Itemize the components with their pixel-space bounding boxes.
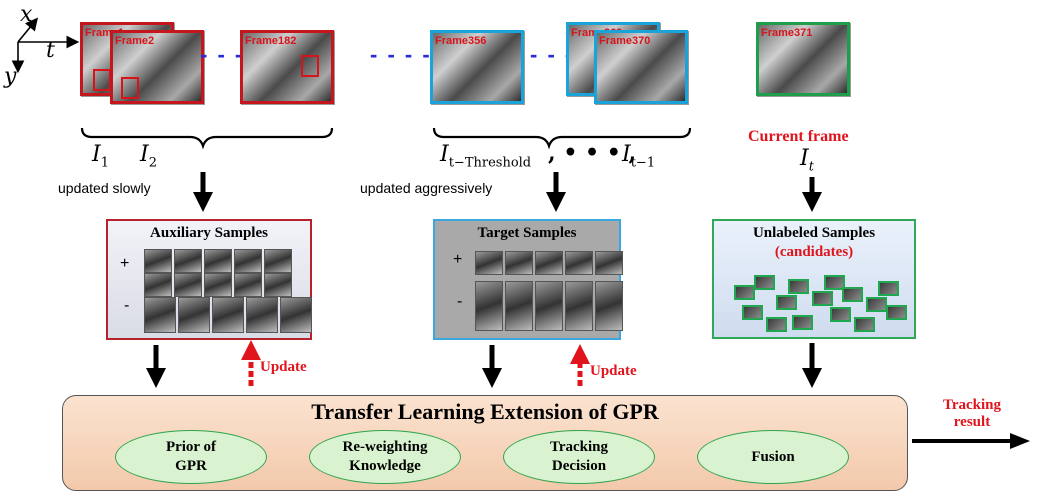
- axis-t-label: t: [46, 38, 55, 63]
- frame-thumbnail: Frame182: [240, 30, 334, 104]
- negative-sample-thumbs: [475, 281, 623, 331]
- candidate-patch: [886, 305, 907, 320]
- frame-t-minus-1-label: It−1: [622, 142, 656, 171]
- module-reweighting-knowledge: Re-weighting Knowledge: [309, 430, 461, 484]
- candidate-patch: [754, 275, 775, 290]
- negative-sign: -: [124, 297, 130, 314]
- candidate-patch: [824, 275, 845, 290]
- tracking-result-label: Tracking result: [942, 397, 1002, 430]
- negative-sample-thumbs: [144, 297, 312, 333]
- candidate-patch: [766, 317, 787, 332]
- positive-sample-thumbs: [144, 249, 292, 273]
- current-frame-label: Current frame: [748, 128, 849, 145]
- module-prior-of-gpr: Prior of GPR: [115, 430, 267, 484]
- candidate-patch: [830, 307, 851, 322]
- updated-slowly-label: updated slowly: [58, 180, 151, 196]
- positive-sample-thumbs-row2: [144, 273, 292, 297]
- unlabeled-samples-title: Unlabeled Samples: [752, 225, 876, 241]
- frame-i1-label: I1: [92, 142, 109, 171]
- unlabeled-samples-box: Unlabeled Samples (candidates): [712, 219, 916, 339]
- update-label-auxiliary: Update: [260, 359, 307, 375]
- frame-label: Frame370: [599, 35, 651, 47]
- transfer-learning-panel: Transfer Learning Extension of GPR Prior…: [62, 395, 908, 491]
- target-samples-title: Target Samples: [477, 225, 577, 241]
- positive-sign: +: [120, 255, 130, 272]
- target-box: [121, 77, 139, 99]
- sequence-ellipsis: , • • • ,: [548, 140, 637, 166]
- unlabeled-samples-subtitle: (candidates): [774, 244, 854, 260]
- frame-i2-label: I2: [140, 142, 157, 171]
- candidate-patch: [842, 287, 863, 302]
- target-samples-box: Target Samples + -: [433, 219, 623, 340]
- braces: [80, 127, 692, 150]
- frame-label: Frame371: [761, 27, 813, 39]
- positive-sign: +: [453, 251, 463, 268]
- candidate-patch: [854, 317, 875, 332]
- auxiliary-samples-title: Auxiliary Samples: [150, 225, 268, 241]
- axis-y-label: y: [4, 64, 17, 89]
- frame-label: Frame2: [115, 35, 155, 47]
- candidate-patch: [734, 285, 755, 300]
- frame-label: Frame182: [245, 35, 297, 47]
- candidate-patch: [866, 297, 887, 312]
- frame-thumbnail: Frame2: [110, 30, 204, 104]
- frame-thumbnail: Frame356: [430, 30, 524, 104]
- candidate-patch: [788, 279, 809, 294]
- axis-diagram: [11, 17, 80, 74]
- frame-thumbnail: Frame370: [594, 30, 688, 104]
- frame-threshold-label: It−Threshold: [440, 142, 532, 171]
- gap-dots: - - - -: [370, 42, 432, 67]
- candidate-patch: [812, 291, 833, 306]
- target-box: [301, 55, 319, 77]
- auxiliary-samples-box: Auxiliary Samples + -: [106, 219, 312, 340]
- candidate-patch: [776, 295, 797, 310]
- frame-label: Frame356: [435, 35, 487, 47]
- updated-aggressively-label: updated aggressively: [360, 180, 493, 196]
- panel-title: Transfer Learning Extension of GPR: [311, 399, 659, 424]
- frame-it-label: It: [800, 146, 814, 175]
- positive-sample-thumbs: [475, 251, 623, 275]
- module-fusion: Fusion: [697, 430, 849, 484]
- update-label-target: Update: [590, 363, 637, 379]
- module-tracking-decision: Tracking Decision: [503, 430, 655, 484]
- negative-sign: -: [457, 293, 463, 310]
- candidate-patch: [878, 281, 899, 296]
- axis-x-label: x: [20, 2, 33, 27]
- candidate-patch: [742, 305, 763, 320]
- current-frame-thumbnail: Frame371: [756, 22, 850, 96]
- candidate-patch: [792, 315, 813, 330]
